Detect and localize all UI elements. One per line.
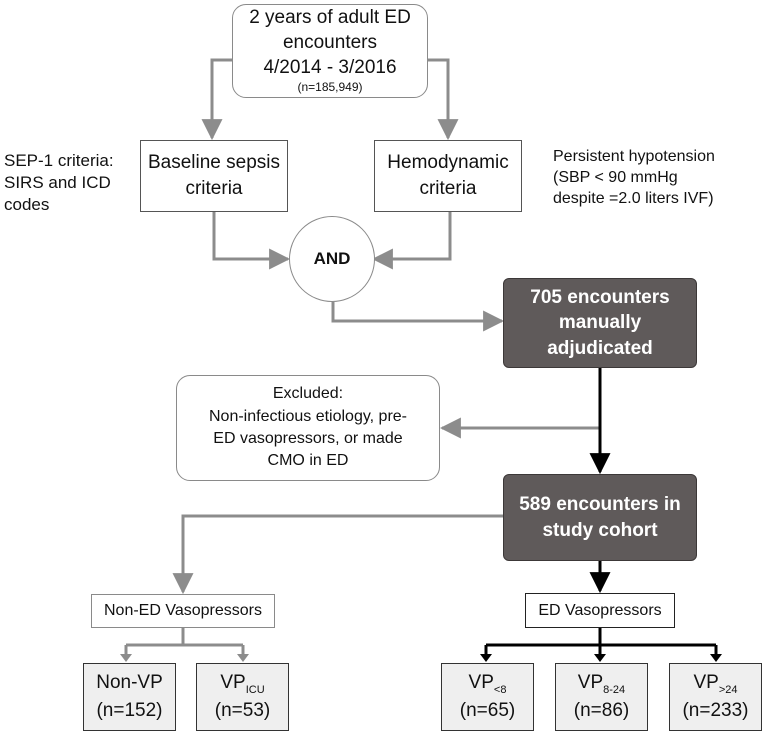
adjudicated-line-2: manually [558,312,642,334]
excluded-line-2: Non-infectious etiology, pre- [208,407,408,425]
non-ed-label: Non-ED Vasopressors [104,602,262,619]
connector-non-ed-to-leaves [124,628,245,655]
leaf-vp-gt24: VP>24 (n=233) [669,663,762,731]
hemodynamic-line-2: criteria [419,178,477,199]
source-encounters-box: 2 years of adult ED encounters 4/2014 - … [232,4,428,98]
leaf-vp-8-24-label: VP8-24 [577,672,626,697]
leaf-vp-lt8-count: (n=65) [459,700,516,721]
leaf-non-vp: Non-VP (n=152) [83,663,176,731]
leaf-vp-gt24-label: VP>24 [693,672,738,697]
connector-and-to-adjudicated [331,302,505,332]
sep1-criteria-note: SEP-1 criteria: SIRS and ICD codes [4,150,114,216]
leaf-vp-icu-label: VPICU [220,672,265,697]
leaf-vp-lt8: VP<8 (n=65) [441,663,534,731]
excluded-line-4: CMO in ED [267,452,349,470]
source-line-2: encounters [282,31,377,53]
hemodynamic-box: Hemodynamic criteria [374,140,522,212]
leaf-vp-icu: VPICU (n=53) [196,663,289,731]
excluded-line-3: ED vasopressors, or made [213,430,403,447]
baseline-line-2: criteria [185,178,243,199]
source-count: (n=185,949) [297,80,363,95]
adjudicated-line-1: 705 encounters [530,286,670,308]
hypotension-line-1: Persistent hypotension [553,148,715,165]
hypotension-line-2: (SBP < 90 mmHg [553,168,678,186]
study-cohort-box: 589 encounters in study cohort [503,474,697,561]
connector-baseline-to-and [212,212,291,270]
adjudicated-box: 705 encounters manually adjudicated [503,278,697,368]
leaf-vp-8-24: VP8-24 (n=86) [555,663,648,731]
sep1-line-1: SEP-1 criteria: [4,151,114,170]
cohort-line-1: 589 encounters in [519,493,681,515]
leaf-non-vp-count: (n=152) [96,700,163,721]
connector-ed-to-leaves [484,628,718,655]
connector-top-to-hemodynamic [427,58,459,141]
sep1-line-2: SIRS and ICD [4,173,111,193]
hypotension-line-3: despite =2.0 liters IVF) [553,189,714,207]
hypotension-note: Persistent hypotension (SBP < 90 mmHg de… [553,147,715,209]
connector-top-to-baseline [201,58,232,141]
and-label: AND [313,249,351,268]
baseline-line-1: Baseline sepsis [147,152,281,174]
sep1-line-3: codes [4,195,50,215]
excluded-heading: Excluded: [272,385,344,403]
leaf-vp-gt24-count: (n=233) [682,700,749,721]
ed-label: ED Vasopressors [538,601,662,619]
leaf-vp-8-24-count: (n=86) [573,700,630,721]
leaf-vp-icu-count: (n=53) [214,700,271,721]
excluded-box: Excluded: Non-infectious etiology, pre- … [176,375,440,481]
adjudicated-line-3: adjudicated [547,337,653,359]
source-line-3: 4/2014 - 3/2016 [263,56,397,78]
connector-hemodynamic-to-and [371,212,452,270]
hemodynamic-line-1: Hemodynamic [387,152,509,174]
ed-vasopressors-box: ED Vasopressors [525,593,675,628]
cohort-line-2: study cohort [542,519,658,541]
baseline-sepsis-box: Baseline sepsis criteria [140,140,288,212]
connector-cohort-to-non-ed [172,514,503,595]
leaf-non-vp-label: Non-VP [96,672,163,694]
and-node: AND [289,216,375,302]
leaf-vp-lt8-label: VP<8 [468,672,507,697]
non-ed-vasopressors-box: Non-ED Vasopressors [91,594,275,628]
source-line-1: 2 years of adult ED [249,7,411,29]
